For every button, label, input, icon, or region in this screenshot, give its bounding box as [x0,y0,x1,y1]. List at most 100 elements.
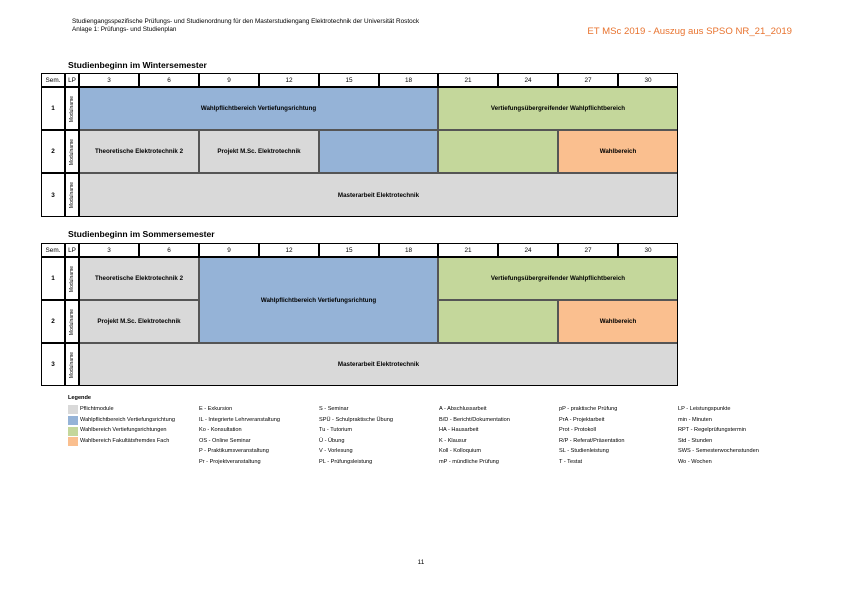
legend-item: T - Testat [559,458,583,465]
semester-2: 2 [41,130,65,173]
legend-item: Tu - Tutorium [319,427,353,434]
col-header: 6 [139,243,199,257]
page-number: 11 [417,559,425,566]
legend-column-4: A - Abschlussarbeit B/D - Bericht/Dokume… [439,404,510,468]
legend-item: OS - Online Seminar [199,437,251,444]
module-block-masterarbeit: Masterarbeit Elektrotechnik [79,173,678,217]
legend-column-2: E - Exkursion IL - Integrierte Lehrveran… [199,404,280,468]
col-header: 9 [199,243,259,257]
module-block-theoretische-et2: Theoretische Elektrotechnik 2 [79,257,199,300]
legend-item: RPT - Regelprüfungstermin [678,427,746,434]
semester-3: 3 [41,173,65,217]
module-block-vertiefungsuebergreifend: Vertiefungsübergreifender Wahlpflichtber… [438,87,678,130]
legend-item: Wahlbereich Vertiefungsrichtungen [80,427,167,434]
semester-2: 2 [41,300,65,343]
winter-plan-table: Sem. LP 3 6 9 12 15 18 21 24 27 30 1 2 3… [41,73,678,217]
legend-swatch-wahlpflicht [68,416,78,425]
legend-item: Ko - Konsultation [199,427,242,434]
col-header: 27 [558,73,618,87]
legend-item: SL - Studienleistung [559,448,609,455]
legend-item: Pflichtmodule [80,406,114,412]
header-line-1: Studiengangsspezifische Prüfungs- und St… [72,18,420,25]
module-block-masterarbeit: Masterarbeit Elektrotechnik [79,343,678,386]
module-block-wahlbereich: Wahlbereich [558,130,678,173]
legend-item: Wahlpflichtbereich Vertiefungsrichtung [80,416,175,423]
legend-item: min - Minuten [678,416,712,423]
header-line-2: Anlage 1: Prüfungs- und Studienplan [72,26,177,33]
col-header: 21 [438,73,498,87]
module-block-projekt-msc: Projekt M.Sc. Elektrotechnik [79,300,199,343]
legend-item: K - Klausur [439,437,467,444]
legend-column-6: LP - Leistungspunkte min - Minuten RPT -… [678,404,759,468]
legend-item: Prot - Protokoll [559,427,596,434]
document-header: Studiengangsspezifische Prüfungs- und St… [72,18,419,34]
legend-item: Ü - Übung [319,437,345,444]
legend-column-5: pP - praktische Prüfung PrA - Projektarb… [559,404,625,468]
module-block-vertiefungsuebergreifend-cont [438,300,558,343]
summer-plan-table: Sem. LP 3 6 9 12 15 18 21 24 27 30 1 2 3… [41,243,678,386]
legend-item: SWS - Semesterwochenstunden [678,448,759,455]
col-header: 12 [259,243,319,257]
legend-item: pP - praktische Prüfung [559,406,618,412]
legend-item: HA - Hausarbeit [439,427,479,434]
legend-column-3: S - Seminar SPÜ - Schulpraktische Übung … [319,404,393,468]
module-name-label: Modulname [65,257,79,300]
module-block-projekt-msc: Projekt M.Sc. Elektrotechnik [199,130,319,173]
legend-item: Pr - Projektveranstaltung [199,458,261,465]
winter-section-title: Studienbeginn im Wintersemester [68,60,207,70]
legend-item: IL - Integrierte Lehrveranstaltung [199,416,280,423]
col-header: 3 [79,243,139,257]
summer-section-title: Studienbeginn im Sommersemester [68,229,215,239]
semester-1: 1 [41,257,65,300]
legend-swatch-fakultaetsfremd [68,437,78,446]
col-header: 15 [319,73,379,87]
col-header: 18 [379,73,438,87]
sem-header: Sem. [41,73,65,87]
module-name-label: Modulname [65,130,79,173]
legend-item: PrA - Projektarbeit [559,416,605,423]
legend-item: V - Vorlesung [319,448,353,455]
module-name-label: Modulname [65,343,79,386]
legend-item: R/P - Referat/Präsentation [559,437,625,444]
sem-header: Sem. [41,243,65,257]
legend-column-1: Pflichtmodule Wahlpflichtbereich Vertief… [80,404,175,446]
col-header: 12 [259,73,319,87]
legend-item: A - Abschlussarbeit [439,406,487,412]
module-name-label: Modulname [65,300,79,343]
col-header: 18 [379,243,438,257]
col-header: 3 [79,73,139,87]
legend-swatch-wahlbereich-vertiefung [68,427,78,436]
legend-item: Wahlbereich Fakultätsfremdes Fach [80,437,170,444]
semester-3: 3 [41,343,65,386]
legend-item: Wo - Wochen [678,458,712,465]
legend-title: Legende [68,395,92,401]
col-header: 24 [498,73,558,87]
module-block-vertiefungsuebergreifend-cont [438,130,558,173]
module-block-wahlpflicht-vertiefung: Wahlpflichtbereich Vertiefungsrichtung [199,257,438,343]
module-block-wahlpflicht-vertiefung-cont [319,130,438,173]
module-block-wahlpflicht-vertiefung: Wahlpflichtbereich Vertiefungsrichtung [79,87,438,130]
legend-item: PL - Prüfungsleistung [319,458,373,465]
legend-item: Koll - Kolloquium [439,448,481,455]
legend-item: Std - Stunden [678,437,713,444]
col-header: 21 [438,243,498,257]
module-block-theoretische-et2: Theoretische Elektrotechnik 2 [79,130,199,173]
legend-item: E - Exkursion [199,406,233,412]
legend-swatch-pflicht [68,405,78,414]
col-header: 30 [618,73,678,87]
legend-item: P - Praktikumsveranstaltung [199,448,269,455]
semester-1: 1 [41,87,65,130]
header-right-title: ET MSc 2019 - Auszug aus SPSO NR_21_2019 [587,26,792,37]
col-header: 24 [498,243,558,257]
module-name-label: Modulname [65,87,79,130]
module-block-wahlbereich: Wahlbereich [558,300,678,343]
legend-item: B/D - Bericht/Dokumentation [439,416,510,423]
lp-header: LP [65,243,79,257]
legend-item: mP - mündliche Prüfung [439,458,499,465]
col-header: 9 [199,73,259,87]
col-header: 15 [319,243,379,257]
legend-item: LP - Leistungspunkte [678,406,731,412]
col-header: 6 [139,73,199,87]
module-block-vertiefungsuebergreifend: Vertiefungsübergreifender Wahlpflichtber… [438,257,678,300]
module-name-label: Modulname [65,173,79,217]
